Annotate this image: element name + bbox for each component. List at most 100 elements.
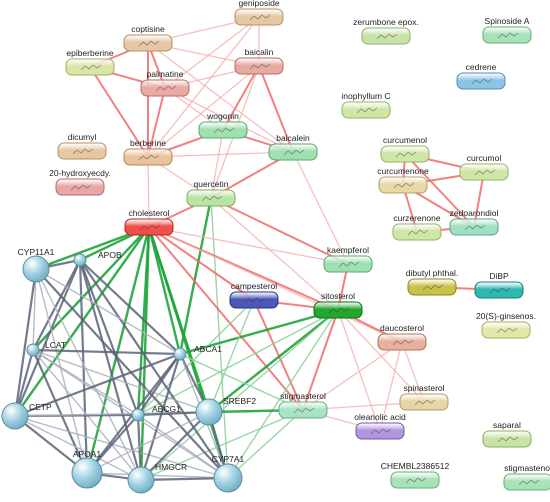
node-APOB[interactable]: APOB bbox=[73, 250, 122, 267]
node-campesterol[interactable]: campesterol bbox=[229, 281, 279, 309]
node-LCAT[interactable]: LCAT bbox=[26, 340, 66, 357]
edge-curcumol-zedoarondiol bbox=[473, 171, 485, 228]
node-spinasterol[interactable]: spinasterol bbox=[399, 383, 449, 411]
zedoarondiol-pill bbox=[449, 218, 499, 236]
node-berberine[interactable]: berberine bbox=[123, 138, 173, 166]
edge-daucosterol-oleanolic bbox=[379, 341, 403, 432]
node-ABCG1[interactable]: ABCG1 bbox=[131, 404, 181, 422]
berberine-label: berberine bbox=[130, 138, 166, 148]
edge-curcumenol-zedoarondiol bbox=[404, 153, 475, 228]
node-palmatine[interactable]: palmatine bbox=[140, 69, 190, 97]
node-CETP[interactable]: CETP bbox=[1, 402, 52, 430]
CYP11A1-label: CYP11A1 bbox=[18, 247, 55, 257]
edge-baicalin-berberine bbox=[147, 65, 260, 158]
node-CYP7A1[interactable]: CYP7A1 bbox=[212, 454, 245, 493]
node-kaempferol[interactable]: kaempferol bbox=[323, 245, 373, 273]
edge-baicalin-baicalein bbox=[258, 65, 294, 153]
node-quercetin[interactable]: quercetin bbox=[186, 179, 236, 207]
node-SREBF2[interactable]: SREBF2 bbox=[195, 396, 256, 426]
epiberberine-label: epiberberine bbox=[66, 48, 114, 58]
edge-campesterol-stigmasterol bbox=[253, 299, 304, 411]
edge-SREBF2-HMGCR bbox=[140, 411, 210, 481]
node-APOA1[interactable]: APOA1 bbox=[71, 449, 103, 489]
node-sitosterol[interactable]: sitosterol bbox=[313, 291, 363, 319]
wogonin-label: wogonin bbox=[206, 111, 239, 121]
dicumyl-pill bbox=[57, 142, 107, 160]
curcumol-structure-glyph bbox=[474, 169, 496, 176]
spinosideA-structure-glyph bbox=[497, 32, 519, 39]
node-stigmasterol[interactable]: stigmasterol bbox=[278, 391, 328, 419]
oleanolic-label: oleanolic acid bbox=[354, 412, 406, 422]
spinasterol-label: spinasterol bbox=[403, 383, 444, 393]
CYP11A1-circle bbox=[22, 255, 50, 283]
edge-sitosterol-stigmasterol bbox=[302, 309, 339, 411]
edge-CETP-ABCA1 bbox=[14, 352, 181, 418]
node-epiberberine[interactable]: epiberberine bbox=[65, 48, 115, 76]
node-curcumol[interactable]: curcumol bbox=[459, 153, 509, 181]
campesterol-structure-glyph bbox=[244, 297, 266, 304]
edge-APOB-ABCG1 bbox=[78, 259, 140, 416]
dicumyl-label: dicumyl bbox=[68, 132, 97, 142]
edge-LCAT-APOA1 bbox=[31, 349, 89, 474]
edge-CETP-HMGCR bbox=[14, 415, 142, 481]
baicalin-structure-glyph bbox=[249, 63, 271, 70]
node-cholesterol[interactable]: cholesterol bbox=[124, 208, 174, 236]
DiBP-pill bbox=[474, 281, 524, 299]
node-wogonin[interactable]: wogonin bbox=[198, 111, 248, 139]
node-zedoarondiol[interactable]: zedoarondiol bbox=[449, 208, 499, 236]
edge-CYP11A1-CYP7A1 bbox=[35, 268, 229, 479]
node-inophyllumC[interactable]: inophyllum C bbox=[341, 91, 391, 119]
DiBP-structure-glyph bbox=[489, 287, 511, 294]
node-baicalin[interactable]: baicalin bbox=[234, 47, 284, 75]
node-chembl[interactable]: CHEMBL2386512 bbox=[381, 461, 450, 489]
node-spinosideA[interactable]: Spinoside A bbox=[482, 16, 532, 44]
chembl-structure-glyph bbox=[405, 477, 427, 484]
spinosideA-label: Spinoside A bbox=[485, 16, 530, 26]
quercetin-label: quercetin bbox=[194, 179, 229, 189]
edge-CYP11A1-HMGCR bbox=[35, 268, 142, 481]
cedrene-label: cedrene bbox=[466, 62, 497, 72]
APOA1-circle bbox=[71, 457, 103, 489]
node-ginsenos[interactable]: 20(S)-ginsenos. bbox=[476, 311, 536, 339]
node-hydroxyecdy[interactable]: 20-hydroxyecdy. bbox=[49, 168, 111, 196]
dibutyl-label: dibutyl phthal. bbox=[406, 268, 458, 278]
node-DiBP[interactable]: DiBP bbox=[474, 271, 524, 299]
edge-APOB-CYP7A1 bbox=[79, 259, 229, 479]
node-coptisine[interactable]: coptisine bbox=[123, 24, 173, 52]
hydroxyecdy-pill bbox=[55, 178, 105, 196]
baicalin-pill bbox=[234, 57, 284, 75]
node-curzerenone[interactable]: curzerenone bbox=[392, 213, 442, 241]
CYP7A1-circle bbox=[213, 463, 243, 493]
edge-APOB-HMGCR bbox=[78, 259, 143, 481]
epiberberine-structure-glyph bbox=[80, 64, 102, 71]
node-stigmastenol[interactable]: stigmastenol bbox=[503, 463, 550, 491]
node-baicalein[interactable]: baicalein bbox=[268, 133, 318, 161]
geniposide-label: geniposide bbox=[238, 0, 279, 8]
chembl-pill bbox=[390, 471, 440, 489]
node-CYP11A1[interactable]: CYP11A1 bbox=[18, 247, 55, 283]
node-ABCA1[interactable]: ABCA1 bbox=[173, 344, 222, 361]
edge-APOB-ABCA1 bbox=[79, 259, 181, 355]
palmatine-label: palmatine bbox=[147, 69, 184, 79]
edge-APOA1-CYP7A1 bbox=[86, 472, 229, 479]
node-dicumyl[interactable]: dicumyl bbox=[57, 132, 107, 160]
node-curcumenol[interactable]: curcumenol bbox=[380, 135, 430, 163]
node-curcumenone[interactable]: curcumenone bbox=[377, 166, 429, 194]
node-dibutyl[interactable]: dibutyl phthal. bbox=[406, 268, 458, 296]
node-zerumbone[interactable]: zerumbone epox. bbox=[353, 17, 419, 45]
zerumbone-label: zerumbone epox. bbox=[353, 17, 419, 27]
node-daucosterol[interactable]: daucosterol bbox=[377, 323, 427, 351]
node-cedrene[interactable]: cedrene bbox=[456, 62, 506, 90]
node-oleanolic[interactable]: oleanolic acid bbox=[354, 412, 406, 440]
wogonin-pill bbox=[198, 121, 248, 139]
node-HMGCR[interactable]: HMGCR bbox=[127, 462, 187, 494]
coptisine-structure-glyph bbox=[138, 40, 160, 47]
edge-CYP11A1-APOA1 bbox=[35, 268, 88, 474]
edge-campesterol-SREBF2 bbox=[208, 299, 255, 413]
node-geniposide[interactable]: geniposide bbox=[234, 0, 284, 26]
edge-cholesterol-campesterol bbox=[148, 226, 255, 301]
edge-sitosterol-HMGCR bbox=[140, 309, 339, 481]
node-saparal[interactable]: saparal bbox=[482, 420, 532, 448]
quercetin-structure-glyph bbox=[201, 195, 223, 202]
